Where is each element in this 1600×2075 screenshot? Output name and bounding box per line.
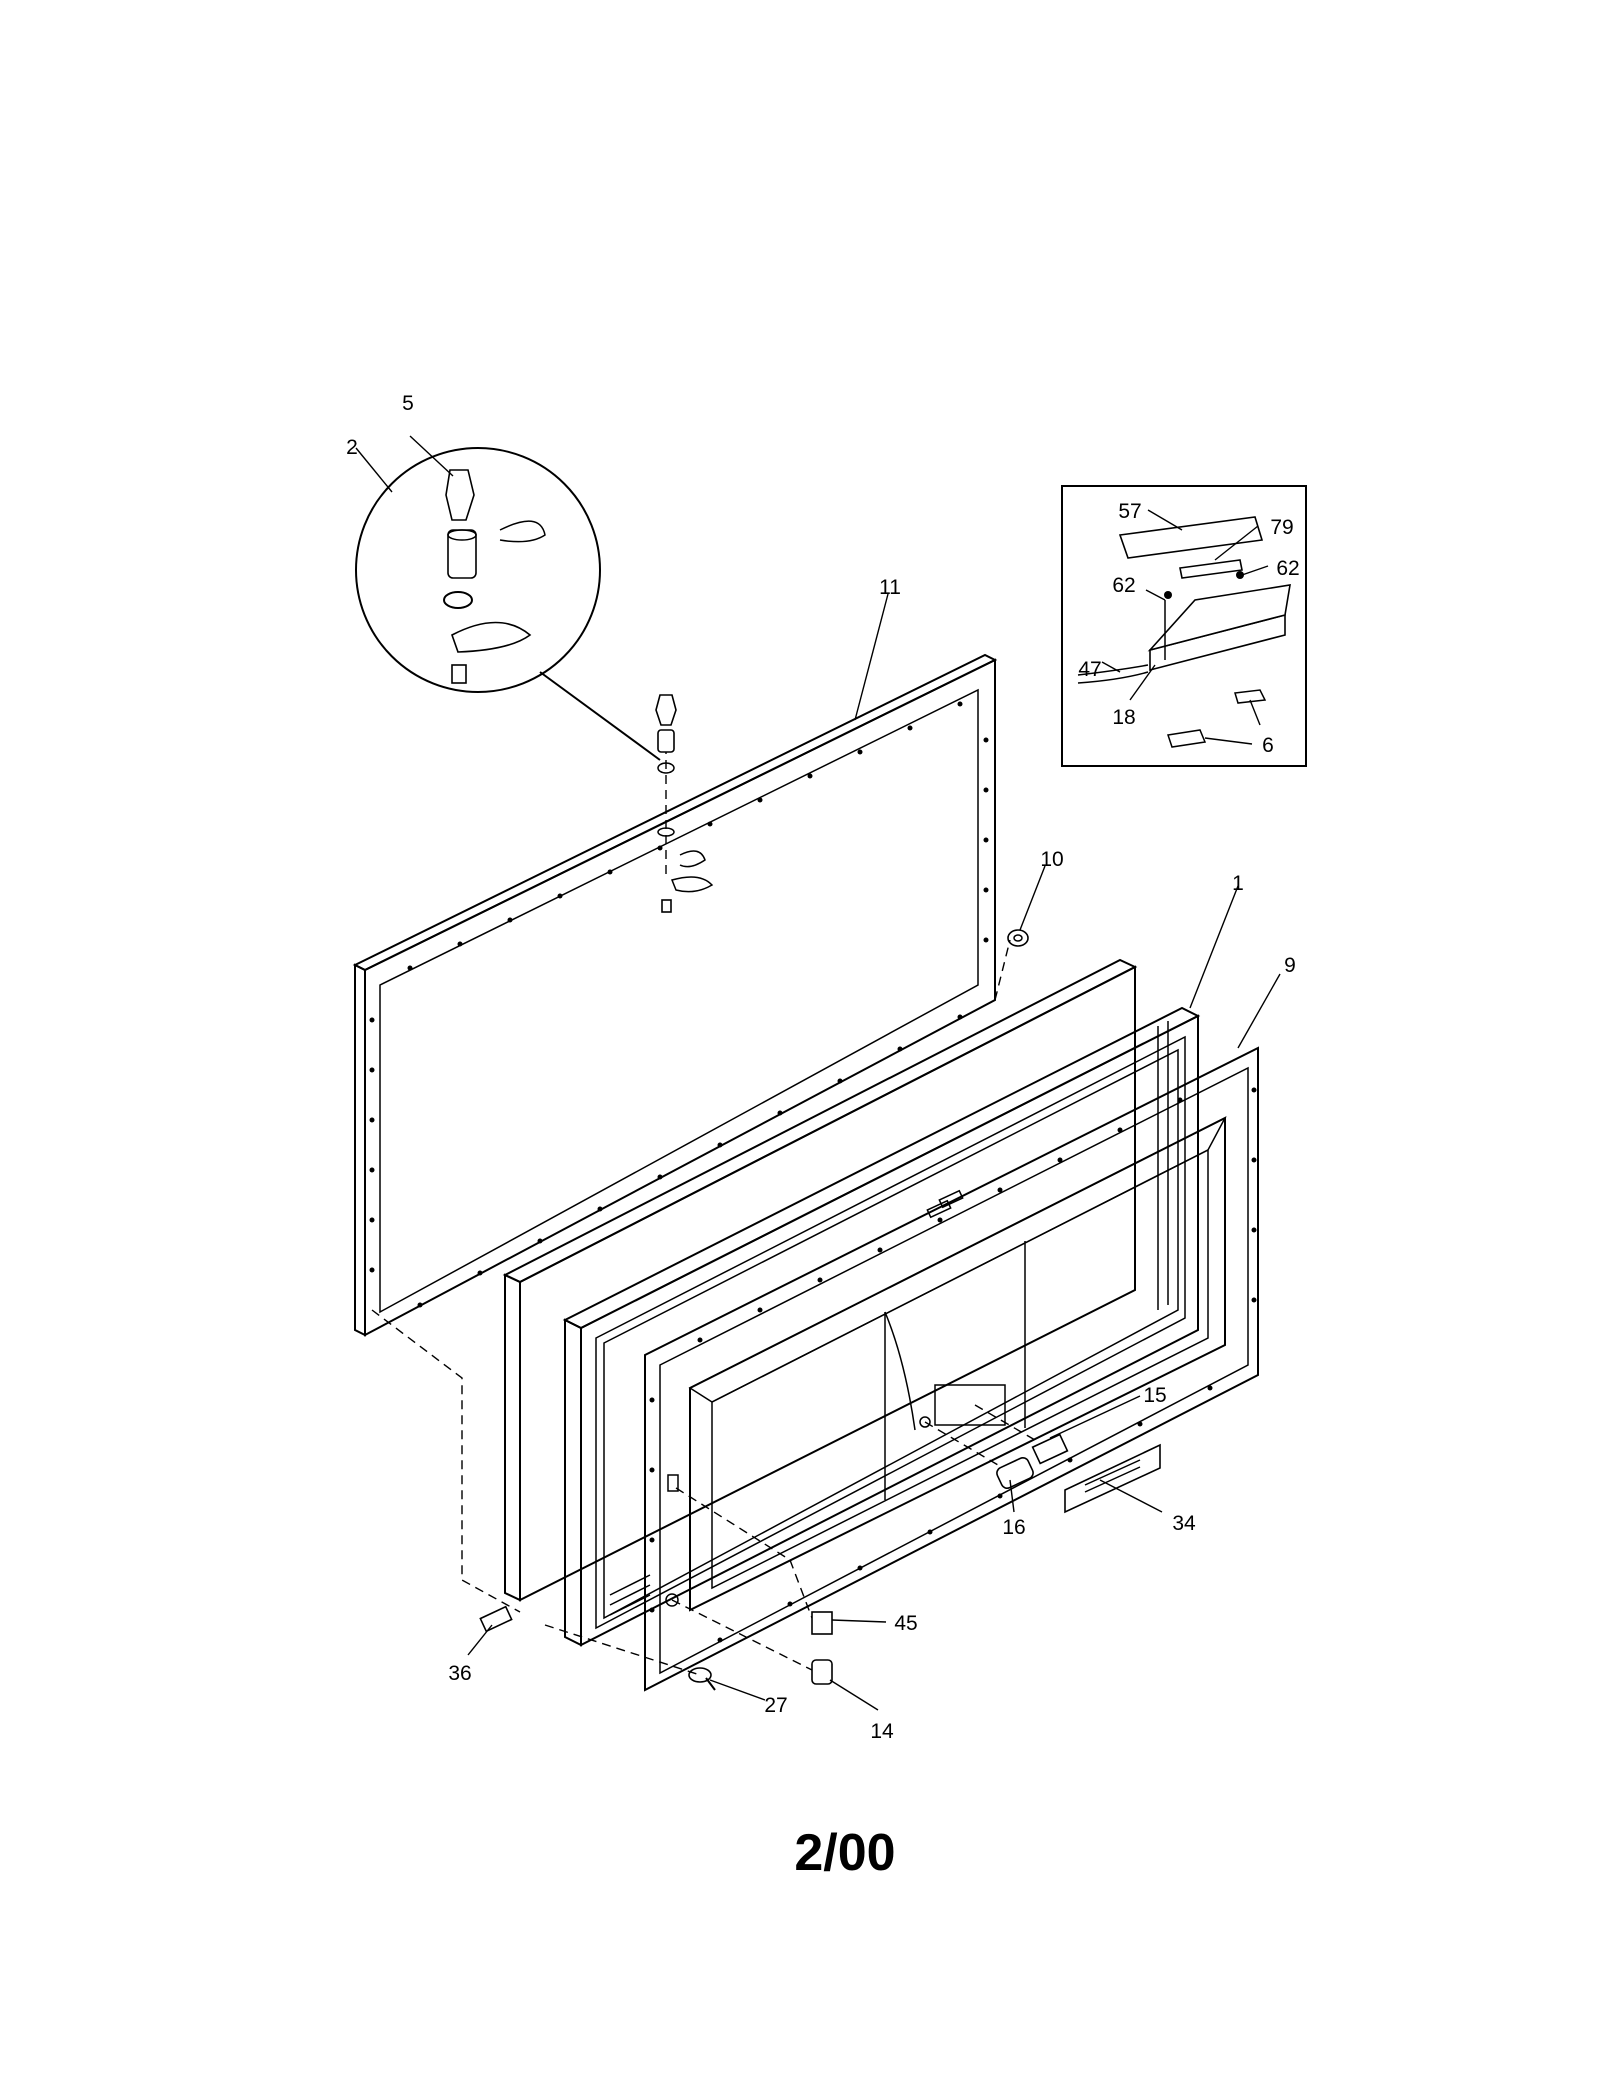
callout-36: 36	[448, 1662, 471, 1685]
callout-10: 10	[1040, 848, 1063, 871]
light-switch-15	[1031, 1433, 1069, 1465]
lid-screw-holes	[369, 701, 989, 1308]
leader-lines	[355, 435, 1281, 1711]
callout-16: 16	[1002, 1516, 1025, 1539]
lid-insulation	[502, 958, 1138, 1602]
callout-1: 1	[1232, 872, 1244, 895]
lock-detail-inset	[355, 447, 661, 761]
callout-47: 47	[1078, 658, 1101, 681]
callout-45: 45	[894, 1612, 917, 1635]
bolt-14	[811, 1659, 833, 1685]
screw-27	[688, 1667, 716, 1691]
callout-15: 15	[1143, 1384, 1166, 1407]
callout-27: 27	[764, 1694, 787, 1717]
control-detail-inset	[1061, 485, 1307, 767]
hinge-clip-36	[479, 1605, 513, 1633]
callout-6: 6	[1262, 734, 1274, 757]
lid-gasket-frame	[562, 1006, 1201, 1647]
lock-key	[445, 469, 475, 521]
liner-screw-holes	[649, 1087, 1257, 1643]
callout-79: 79	[1270, 516, 1293, 539]
hinge-bumper-10	[1007, 929, 1029, 947]
callout-57: 57	[1118, 500, 1141, 523]
control-label	[1118, 516, 1264, 559]
switch-45	[811, 1611, 833, 1635]
lock-assembly-exploded	[655, 694, 714, 913]
light-socket-16	[996, 1457, 1034, 1489]
callout-11: 11	[879, 576, 901, 599]
callout-2: 2	[346, 436, 358, 459]
callout-62-right: 62	[1276, 557, 1299, 580]
inner-liner-panel	[644, 1046, 1259, 1692]
callout-5: 5	[402, 392, 414, 415]
control-cover-34	[1064, 1443, 1161, 1514]
lock-cylinder	[447, 529, 477, 579]
callout-9: 9	[1284, 954, 1296, 977]
callout-14: 14	[870, 1720, 894, 1743]
lid-outer-panel	[352, 653, 998, 1337]
callout-labels: 5 2 11 10 1 9 15 16 34 36 45 27 14 57 79…	[346, 392, 1300, 1743]
callout-18: 18	[1112, 706, 1135, 729]
callout-62-left: 62	[1112, 574, 1135, 597]
date-code: 2/00	[794, 1824, 895, 1882]
control-dial-plate	[1179, 559, 1243, 579]
callout-34: 34	[1172, 1512, 1196, 1535]
